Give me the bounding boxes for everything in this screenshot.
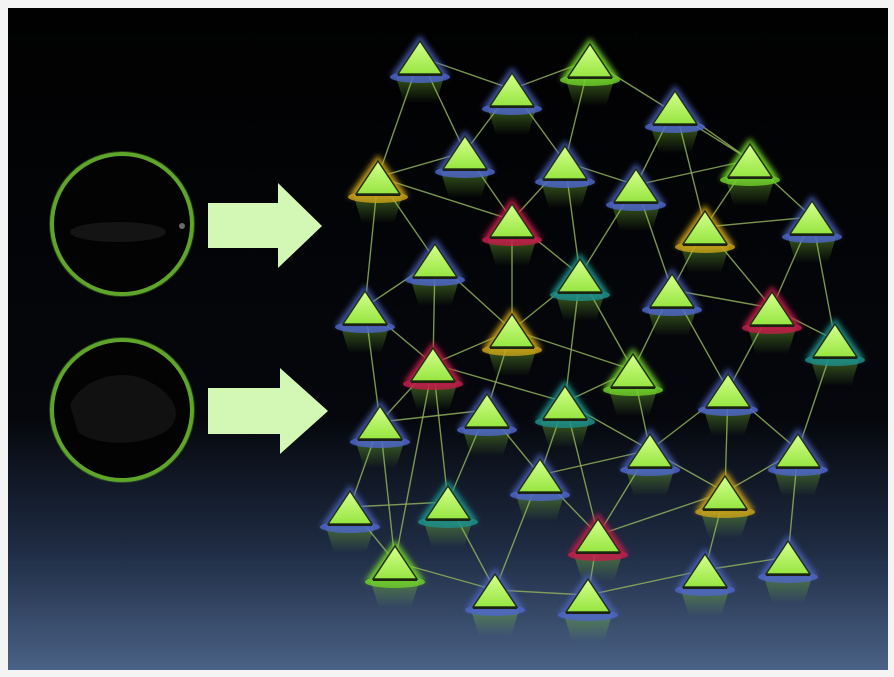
network-node — [457, 388, 517, 456]
network-nodes — [320, 35, 865, 641]
network-node — [482, 308, 542, 376]
network-node — [482, 67, 542, 135]
network-node — [482, 198, 542, 266]
network-node — [695, 470, 755, 538]
network-node — [510, 453, 570, 521]
input-group — [49, 151, 328, 483]
background-panel — [8, 8, 888, 670]
network-link — [597, 491, 726, 536]
network-node — [348, 155, 408, 223]
network-node — [698, 368, 758, 436]
network-link — [635, 159, 751, 186]
network-link — [587, 569, 706, 596]
network-node — [560, 38, 620, 106]
network-node — [535, 380, 595, 448]
network-node — [642, 268, 702, 336]
network-node — [558, 573, 618, 641]
network-node — [620, 428, 680, 496]
network-node — [365, 540, 425, 608]
network-node — [768, 428, 828, 496]
network-node — [675, 548, 735, 616]
network-link — [432, 363, 566, 403]
network-node — [550, 253, 610, 321]
input-arrow-2 — [208, 368, 328, 454]
network-link — [704, 216, 813, 228]
input-arrow-1 — [208, 183, 322, 268]
network-node — [782, 195, 842, 263]
network-node — [805, 318, 865, 386]
input-circle-2 — [49, 337, 195, 483]
network-node — [320, 485, 380, 553]
network-node — [645, 85, 705, 153]
network-node — [675, 205, 735, 273]
network-node — [405, 238, 465, 306]
network-node — [535, 140, 595, 208]
input-circle-1 — [49, 151, 195, 297]
network-node — [335, 285, 395, 353]
network-link — [377, 176, 513, 221]
network-node — [350, 400, 410, 468]
network-link — [349, 501, 449, 508]
network-node — [742, 286, 802, 354]
network-node — [568, 513, 628, 581]
network-node — [403, 342, 463, 410]
network-node — [390, 35, 450, 103]
network-node — [606, 163, 666, 231]
network-node — [435, 130, 495, 198]
network-node — [418, 480, 478, 548]
network-node — [720, 138, 780, 206]
network-node — [603, 348, 663, 416]
network-node — [465, 568, 525, 636]
network-link — [379, 409, 488, 423]
network-node — [758, 535, 818, 603]
